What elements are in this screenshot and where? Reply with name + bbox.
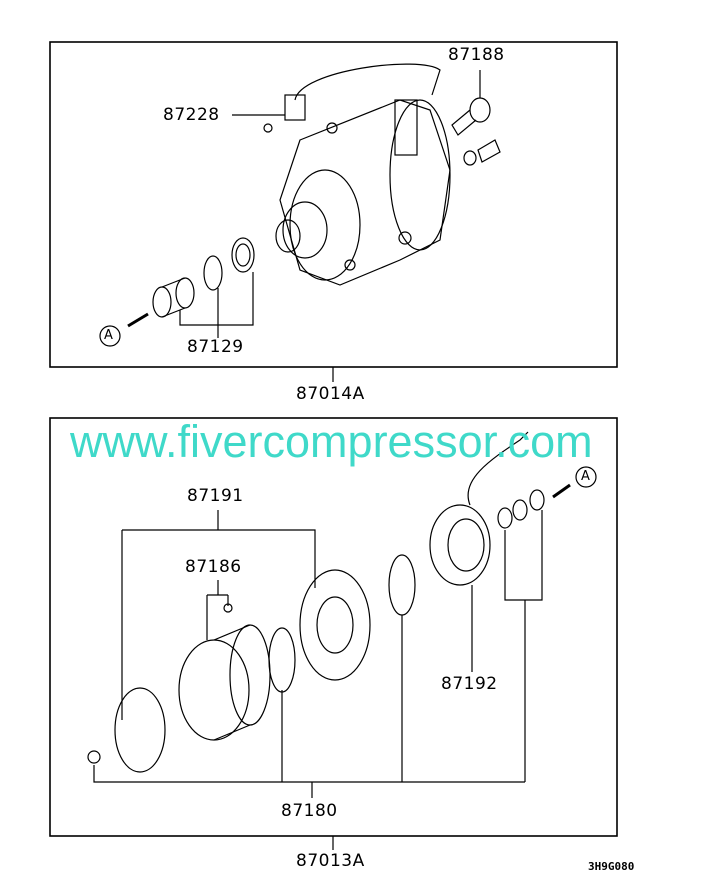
bottom-frame xyxy=(49,417,618,837)
valve-87188 xyxy=(451,97,501,166)
callout-87191: 87191 xyxy=(187,486,244,506)
view-a-arrow-top xyxy=(127,312,149,328)
callout-87129: 87129 xyxy=(187,337,244,357)
view-a-arrow-bottom xyxy=(552,483,571,499)
callout-87228: 87228 xyxy=(163,105,220,125)
leader-87180 xyxy=(93,615,525,798)
compressor-body xyxy=(275,99,451,286)
leader-87186 xyxy=(206,580,229,640)
callout-87186: 87186 xyxy=(185,557,242,577)
connector-87228 xyxy=(284,94,306,121)
sensor-plug xyxy=(263,123,273,133)
wire xyxy=(294,63,441,101)
field-coil-87192 xyxy=(429,504,491,586)
leader-87191 xyxy=(121,510,316,720)
view-a-marker-top xyxy=(99,325,121,347)
snap-ring xyxy=(268,627,296,693)
part-number-87014A: 87014A xyxy=(296,384,365,404)
callout-87180: 87180 xyxy=(281,801,338,821)
hub-plate xyxy=(114,687,166,773)
drawing-code: 3H9G080 xyxy=(588,860,635,873)
watermark: www.fivercompressor.com xyxy=(70,416,593,467)
view-a-label-top: A xyxy=(104,328,114,343)
leader-washers xyxy=(504,510,543,782)
parts-87129 xyxy=(152,237,255,338)
clutch-parts xyxy=(87,431,545,773)
snap-ring-2 xyxy=(388,554,416,616)
part-number-87013A: 87013A xyxy=(296,851,365,871)
view-a-marker-bottom xyxy=(575,466,597,488)
callout-87188: 87188 xyxy=(448,45,505,65)
pulley xyxy=(178,639,250,741)
top-frame xyxy=(49,41,618,368)
callout-87192: 87192 xyxy=(441,674,498,694)
rotor xyxy=(299,569,371,681)
view-a-label-bottom: A xyxy=(581,469,591,484)
